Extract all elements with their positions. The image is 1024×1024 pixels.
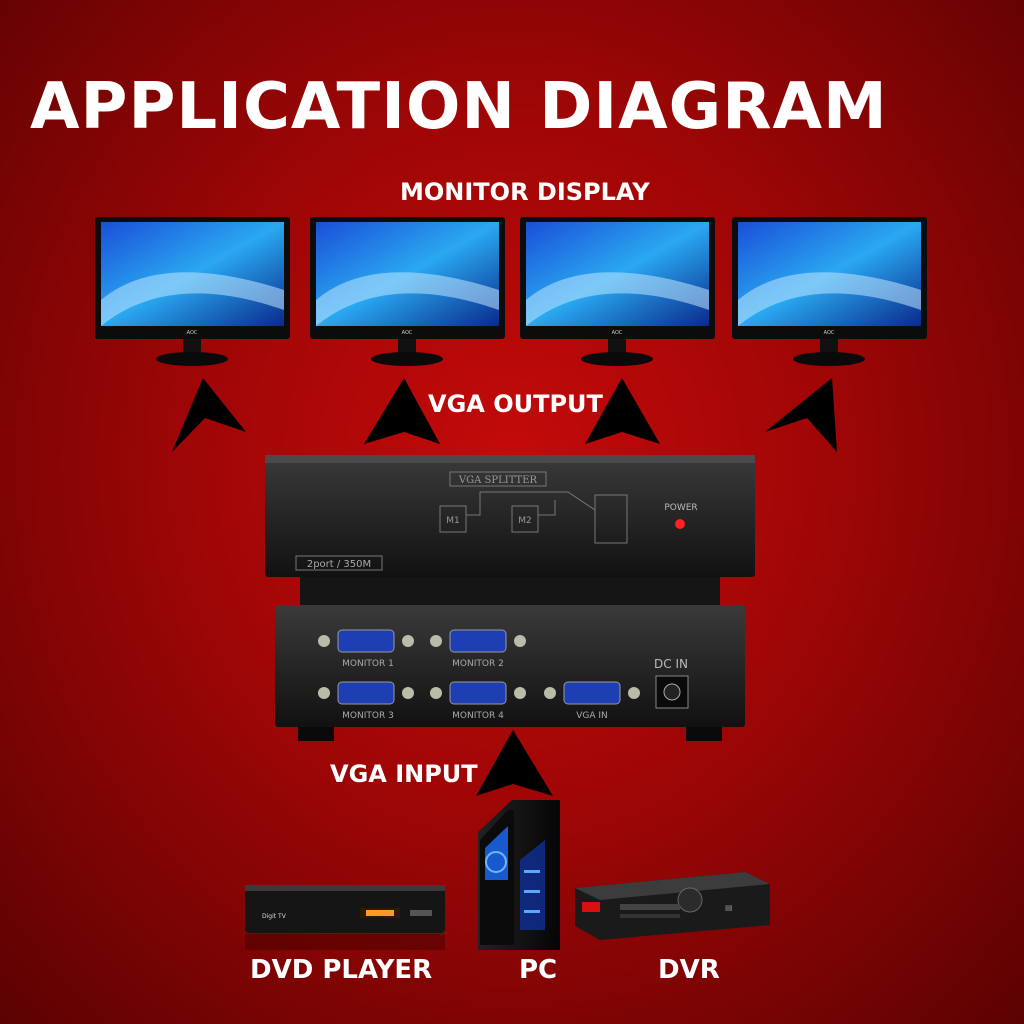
splitter-panel-title: VGA SPLITTER xyxy=(458,475,538,486)
port-label: VGA IN xyxy=(576,711,608,721)
arrow-up-icon xyxy=(476,730,553,796)
dvd-player-label: DVD PLAYER xyxy=(250,955,433,985)
monitor-4: AOC xyxy=(732,217,927,366)
monitor-brand: AOC xyxy=(824,330,835,336)
arrow-up-icon xyxy=(364,378,440,444)
power-led-icon xyxy=(675,519,685,529)
splitter-m1-label: M1 xyxy=(446,516,460,526)
page-title: APPLICATION DIAGRAM xyxy=(30,70,888,144)
splitter-model: 2port / 350M xyxy=(307,559,371,570)
port-label: MONITOR 2 xyxy=(452,659,504,669)
vga-input-label: VGA INPUT xyxy=(330,760,478,788)
dvd-player: Digit TV xyxy=(245,885,445,950)
port-label: MONITOR 3 xyxy=(342,711,394,721)
pc-tower xyxy=(478,800,560,950)
vga-output-label: VGA OUTPUT xyxy=(428,390,603,418)
dvd-brand: Digit TV xyxy=(262,913,287,920)
dvr-label: DVR xyxy=(658,955,720,985)
monitor-brand: AOC xyxy=(187,330,198,336)
monitor-1: AOC xyxy=(95,217,290,366)
vga-port-monitor-4: MONITOR 4 xyxy=(430,681,526,721)
splitter-front-panel: VGA SPLITTER M1 M2 POWER 2port / 350M xyxy=(265,455,755,577)
vga-port-monitor-3: MONITOR 3 xyxy=(318,681,414,721)
svg-text:▤: ▤ xyxy=(725,903,733,912)
splitter-m2-label: M2 xyxy=(518,516,532,526)
vga-port-input: VGA IN xyxy=(544,681,640,721)
monitor-2: AOC xyxy=(310,217,505,366)
port-label: MONITOR 4 xyxy=(452,711,504,721)
monitor-display-label: MONITOR DISPLAY xyxy=(400,178,650,206)
power-label: POWER xyxy=(664,503,697,513)
arrow-up-icon xyxy=(585,378,660,444)
vga-port-monitor-2: MONITOR 2 xyxy=(430,629,526,669)
dc-in-label: DC IN xyxy=(654,657,688,671)
vga-port-monitor-1: MONITOR 1 xyxy=(318,629,414,669)
dvr: ▤ xyxy=(575,872,770,940)
monitor-3: AOC xyxy=(520,217,715,366)
dc-jack-icon xyxy=(663,683,681,701)
monitor-brand: AOC xyxy=(612,330,623,336)
port-label: MONITOR 1 xyxy=(342,659,394,669)
arrow-up-icon xyxy=(172,378,246,452)
arrow-up-icon xyxy=(765,378,837,452)
splitter-rear-panel: MONITOR 1 MONITOR 2 MONITOR 3 MONITOR 4 xyxy=(275,605,745,741)
pc-label: PC xyxy=(519,955,558,985)
monitor-brand: AOC xyxy=(402,330,413,336)
